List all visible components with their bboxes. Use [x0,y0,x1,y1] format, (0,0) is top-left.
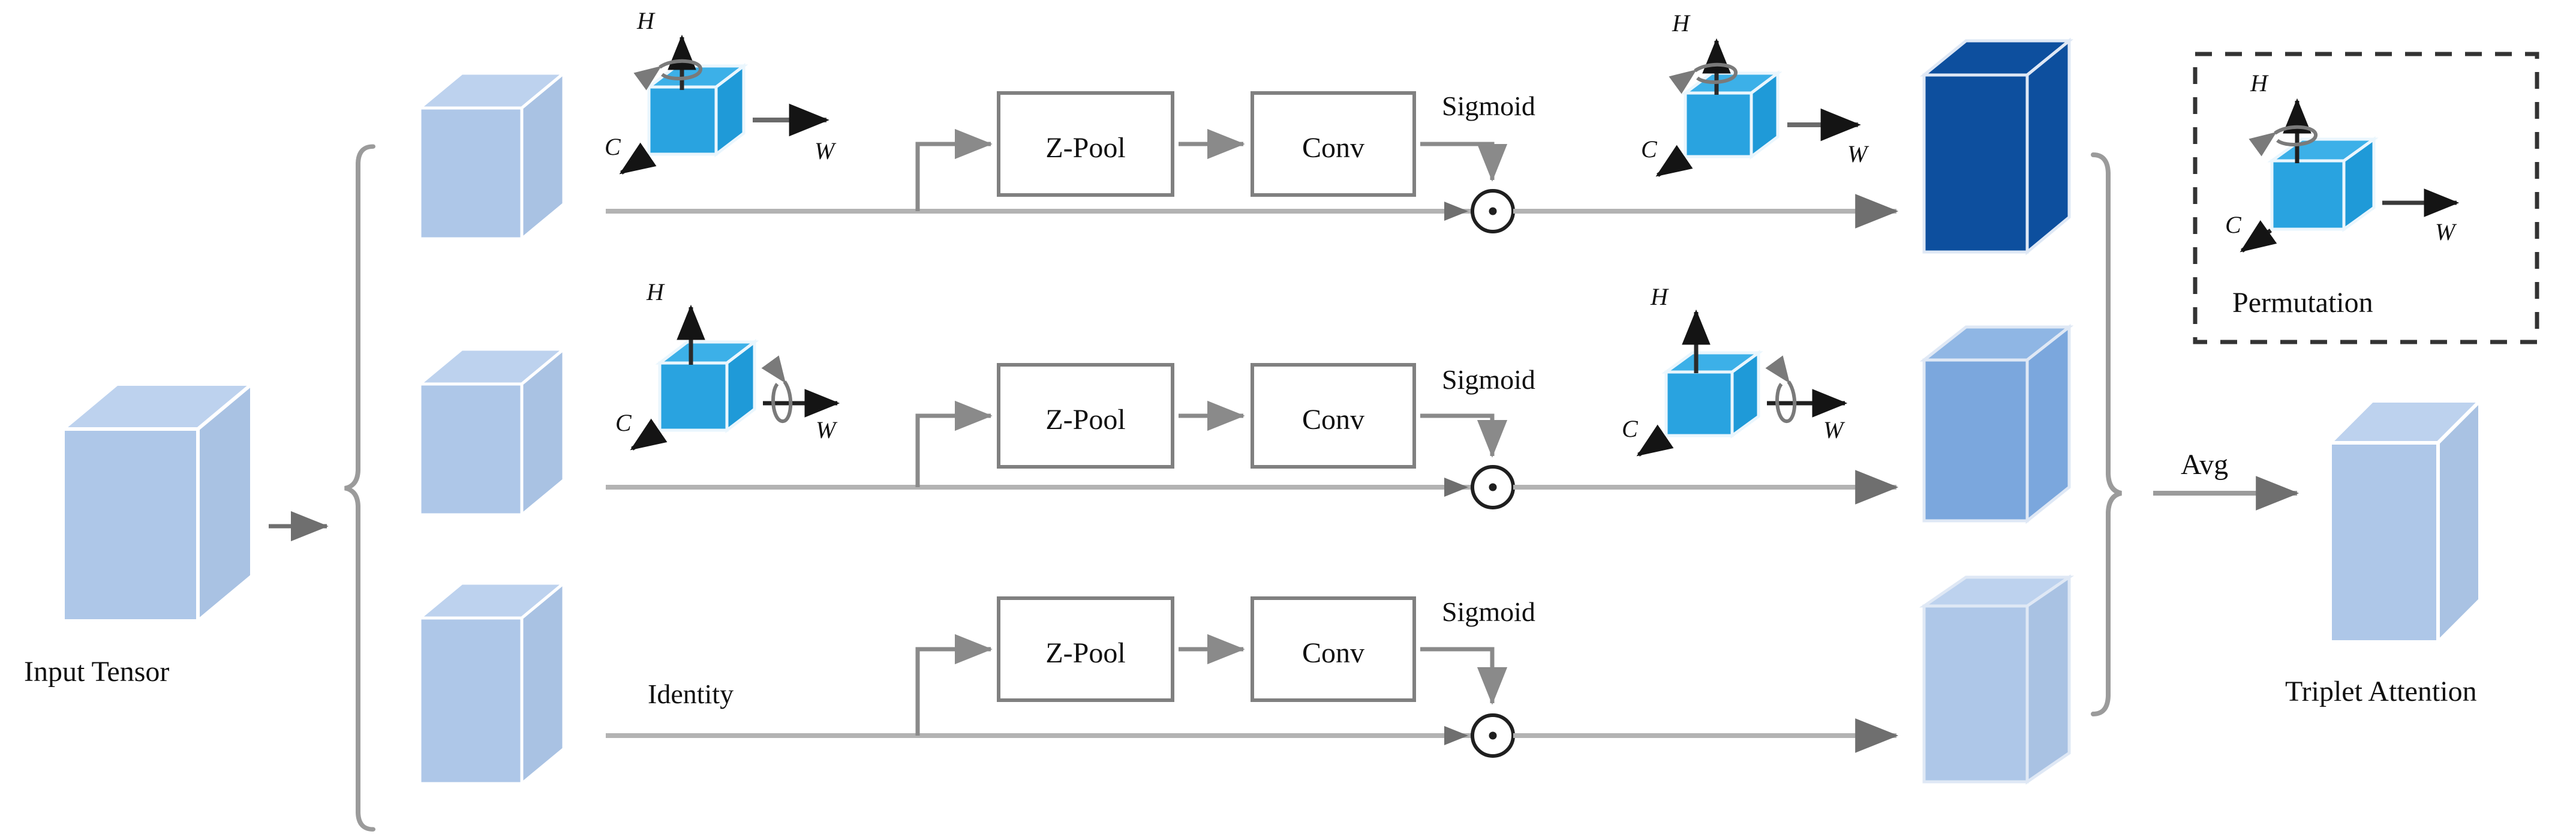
branch-top-rotation-arc-h [633,59,702,91]
branch-bottom-sigmoid-path [1420,647,1508,705]
branch-bottom-zpool-block[interactable]: Z-Pool [997,596,1174,702]
branch-top-post-rotation-arc-h [1669,62,1738,94]
branch-top-post-axis-h-label: H [1672,10,1691,37]
branch-bottom-output-tensor [1919,574,2075,785]
branch-bottom-conv-block[interactable]: Conv [1251,596,1416,702]
branch-middle-post-axis-c-label: C [1622,415,1639,442]
branch-middle-post-rotation-arc-w [1765,355,1797,423]
branch-top-multiply-node [1471,189,1515,233]
branch-top-sigmoid-label: Sigmoid [1442,91,1535,121]
branch-middle-axis-c-label: C [615,409,632,436]
split-brace-left [344,144,375,832]
input-tensor-label: Input Tensor [24,656,169,688]
branch-bottom-identity-label: Identity [648,679,734,709]
avg-label: Avg [2181,449,2228,481]
input-tensor [58,380,257,625]
branch-bottom-split-line [915,634,993,736]
branch-top-post-axis-c [1655,145,1693,177]
branch-middle-conv-block[interactable]: Conv [1251,363,1416,469]
branch-middle-axis-w-label: W [816,416,838,443]
merge-brace-right [2091,152,2123,716]
branch-top-conv-block[interactable]: Conv [1251,91,1416,197]
branch-top-axis-c [619,142,657,175]
branch-middle-axis-c [630,418,668,451]
branch-top-pre-permute-cube [644,62,749,158]
branch-middle-axis-h-label: H [646,278,665,305]
branch-bottom-zpool-label: Z-Pool [1045,637,1125,669]
branch-top-axis-w-label: W [814,137,837,164]
branch-middle-mul-in-arrow [1444,478,1468,497]
branch-middle-post-permute-cube [1661,350,1763,439]
branch-top-post-axis-c-label: C [1641,136,1658,163]
legend-axis-c-label: C [2225,211,2242,238]
branch-top-conv-label: Conv [1302,132,1364,164]
branch-bottom: Identity Z-Pool Conv Sigmoid [416,574,2075,787]
branch-top-sigmoid-path [1420,142,1508,182]
branch-top-split-line [915,128,993,211]
legend-axis-w-label: W [2435,218,2457,245]
branch-middle-zpool-label: Z-Pool [1045,404,1125,436]
branch-bottom-conv-label: Conv [1302,637,1364,669]
branch-middle-pre-permute-cube [655,338,759,434]
branch-top-mul-in-arrow [1444,202,1468,221]
branch-bottom-mul-in-arrow [1444,726,1468,745]
output-tensor-label: Triplet Attention [2285,676,2477,707]
branch-top-axis-h-label: H [636,7,656,34]
legend-axis-h-label: H [2250,70,2269,97]
branch-middle-split-line [915,400,993,487]
branch-top-post-permute-cube [1681,70,1783,160]
branch-middle-zpool-block[interactable]: Z-Pool [997,363,1174,469]
legend-permute-cube [2267,136,2379,232]
legend-axis-c [2240,220,2277,253]
legend-rotation-arc-h [2249,125,2318,157]
branch-middle-multiply-node [1471,465,1515,509]
branch-middle-conv-label: Conv [1302,404,1364,436]
branch-bottom-sigmoid-label: Sigmoid [1442,596,1535,627]
branch-top-post-axis-w-label: W [1847,140,1869,167]
legend-caption: Permutation [2232,287,2373,319]
branch-top-input-tensor [416,70,568,242]
permutation-legend: H C W Permutation [2193,52,2539,344]
branch-middle-output-tensor [1919,323,2074,524]
branch-top: H C W Z-Pool Conv Sigmoid [416,7,2074,256]
branch-middle-input-tensor [416,346,568,518]
branch-middle-rotation-arc-w [761,355,793,423]
output-tensor [2325,396,2485,647]
branch-bottom-input-tensor [416,580,568,787]
branch-middle: H C W Z-Pool Conv Sigmoid H [416,278,2074,524]
branch-top-output-tensor [1919,37,2074,256]
branch-top-zpool-label: Z-Pool [1045,132,1125,164]
branch-middle-post-axis-c [1636,424,1674,457]
branch-middle-sigmoid-label: Sigmoid [1442,364,1535,395]
branch-middle-post-axis-h-label: H [1650,283,1669,310]
branch-top-axis-c-label: C [605,133,621,160]
branch-top-zpool-block[interactable]: Z-Pool [997,91,1174,197]
branch-middle-sigmoid-path [1420,413,1508,458]
branch-middle-post-axis-w-label: W [1823,416,1845,443]
branch-bottom-multiply-node [1471,713,1515,758]
